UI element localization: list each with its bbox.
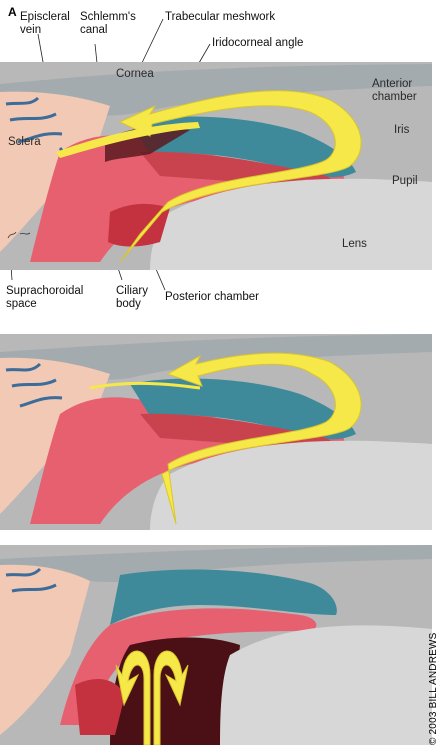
label-lens: Lens [342, 238, 367, 250]
label-trabecular-meshwork: Trabecular meshwork [165, 11, 276, 23]
label-iridocorneal-angle: Iridocorneal angle [212, 37, 304, 49]
label-anterior-chamber: Anterior chamber [372, 78, 417, 103]
label-episcleral-vein: Episcleral vein [20, 11, 70, 36]
panel-a-uveoscleral-arrow [56, 122, 200, 158]
panel-a-letter: A [8, 5, 17, 19]
panel-a-lens [150, 178, 432, 270]
panel-a-posterior-folds [108, 203, 170, 247]
label-iris: Iris [394, 124, 410, 136]
label-pupil: Pupil [392, 175, 418, 187]
panel-a-svg [0, 62, 432, 270]
panel-c-cornea-layer [0, 545, 432, 582]
panel-c-vessels [5, 567, 57, 593]
label-ciliary-body: Ciliary body [116, 285, 148, 310]
panel-a-cornea-layer [0, 64, 432, 116]
panel-c-svg [0, 545, 432, 745]
panel-b-aqueous-flow-arrow [161, 352, 362, 525]
copyright-credit: © 2003 BILL ANDREWS [428, 632, 439, 745]
panel-a-artist-signature [7, 231, 31, 239]
panel-a-vessels [5, 96, 78, 193]
panel-c-iris-underlayer [60, 608, 317, 725]
panel-c-anatomy-diagram [0, 545, 432, 745]
panel-c-iris [110, 569, 337, 625]
panel-b-reflux-arrow [89, 381, 201, 390]
panel-a-aqueous-flow-arrow [118, 90, 362, 263]
panel-c-ciliary-folds [75, 679, 125, 735]
panel-c-lens [220, 625, 432, 745]
panel-a-anatomy-diagram [0, 62, 432, 270]
panel-b-anatomy-diagram [0, 334, 432, 530]
label-posterior-chamber: Posterior chamber [165, 291, 259, 303]
label-sclera: Sclera [8, 136, 41, 148]
panel-b-lens [150, 440, 432, 530]
panel-b-iris [130, 378, 356, 440]
label-suprachoroidal-space: Suprachoroidal space [6, 285, 84, 310]
panel-b-vessels [5, 362, 63, 408]
panel-c-misdirected-flow-arrow [115, 650, 189, 745]
panel-b-svg [0, 334, 432, 530]
panel-b-cornea-layer [0, 334, 432, 380]
panel-c-sclera [0, 564, 90, 735]
label-cornea: Cornea [116, 68, 154, 80]
label-schlemms-canal: Schlemm's canal [80, 11, 136, 36]
